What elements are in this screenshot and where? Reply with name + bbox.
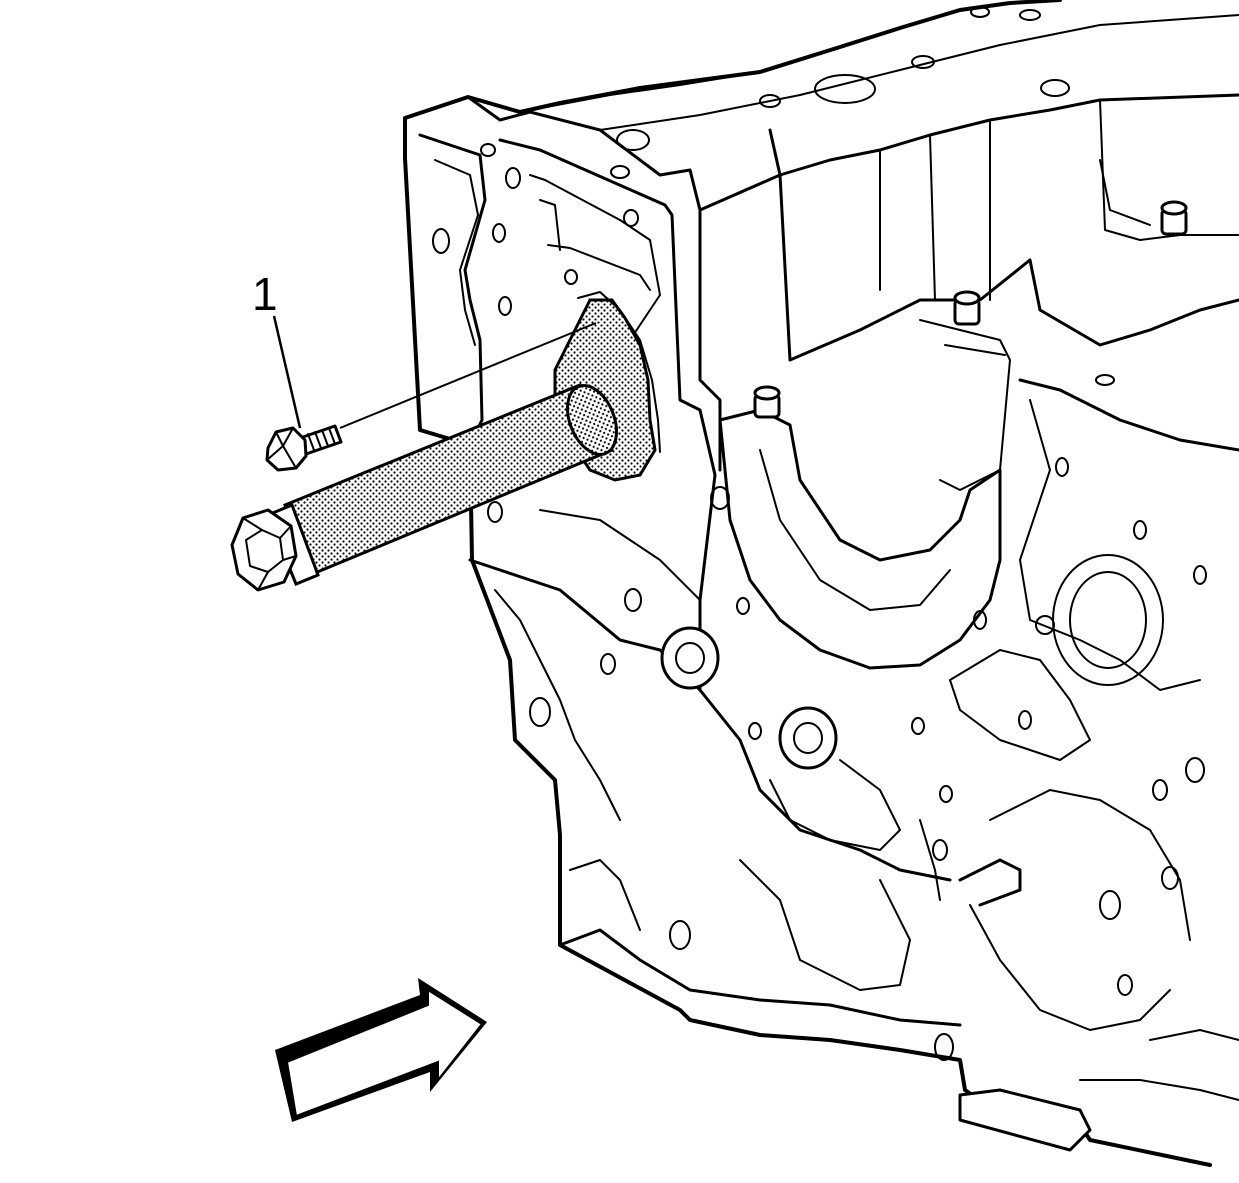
view-direction-arrow-icon [275,978,487,1122]
callout-leader-line [272,315,302,429]
alignment-tool-icon [230,291,661,592]
engine-block-icon [403,0,1239,1167]
callout-label-1: 1 [252,268,278,320]
bolt-icon [265,424,343,472]
bolt-leader-line [339,322,597,429]
